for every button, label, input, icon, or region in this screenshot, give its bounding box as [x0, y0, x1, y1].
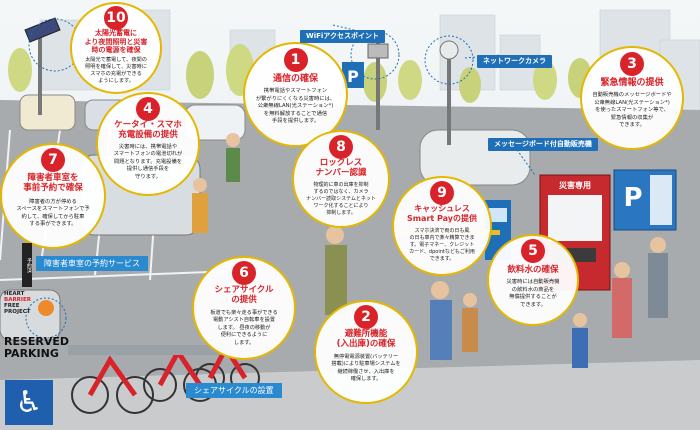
bubble-charging: 4 ケータイ・スマホ 充電設備の提供 災害時には、携帯電話や スマートフォンの電…	[96, 92, 200, 196]
hbf-line: HEART	[4, 291, 25, 297]
tag-message-board: メッセージボード付自動販売機	[488, 138, 598, 151]
bubble-title: ロックレス ナンバー認識	[315, 158, 367, 178]
bubble-drinking-water: 5 飲料水の確保 災害時には自動販売機 の飲料水の商品を 無償提供することが で…	[487, 234, 579, 326]
reserved-line: PARKING	[4, 347, 59, 360]
hbf-line: PROJECT	[4, 309, 31, 315]
bubble-accessible-reservation: 7 障害者車室を 事前予約で確保 障害者の方が停める スペースをスマートフォンで…	[0, 143, 106, 249]
badge-number: 10	[104, 6, 128, 30]
p-sign-stand	[613, 169, 677, 231]
bubble-communication: 1 通信の確保 携帯電話やスマートフォン が繋がりにくくなる災害時には、 公衆無…	[243, 42, 348, 147]
bubble-body: 自動販売機のメッセージボードや 公衆無線LAN(光ステーション*) を使ったスマ…	[592, 92, 672, 129]
badge-number: 4	[136, 97, 160, 121]
bubble-cashless: 9 キャッシュレス Smart Payの提供 スマホ決済で両の日も風 の日も車内…	[392, 176, 492, 276]
hbf-line: FREE	[4, 303, 20, 309]
bubble-body: 板道でも楽々走る事ができる 電動アシスト自転車を設置 します。 昼夜の移動が 便…	[210, 310, 278, 346]
badge-number: 6	[232, 261, 256, 285]
bubble-body: 無停電電源装置(バッテリー 搭載)により駐車場システムを 継続稼働させ、入出庫を…	[331, 354, 401, 383]
wifi-pole: P	[342, 40, 389, 130]
bubble-body: 障害者の方が停める スペースをスマートフォンで予 約して、確保してから駐車 する…	[16, 199, 90, 228]
bubble-body: 太陽光で蓄電して、夜間の 照明を確保して、災害時に スマホの充電ができる ように…	[85, 57, 147, 84]
badge-number: 8	[329, 135, 353, 159]
bubble-evacuation: 2 避難所機能 (入出庫)の確保 無停電電源装置(バッテリー 搭載)により駐車場…	[314, 300, 418, 404]
disaster-vending-label: 災害専用	[559, 181, 591, 190]
bubble-title: 緊急情報の提供	[600, 78, 664, 88]
badge-number: 5	[521, 239, 545, 263]
bubble-title: 太陽光蓄電に より夜間照明と災害 時の電源を確保	[84, 29, 148, 54]
badge-number: 3	[620, 52, 644, 76]
bubble-title: ケータイ・スマホ 充電設備の提供	[114, 120, 182, 140]
badge-number: 7	[41, 148, 65, 172]
trees	[8, 44, 592, 103]
camera-pole	[439, 40, 459, 145]
bubble-title: シェアサイクル の提供	[214, 285, 274, 305]
svg-text:P: P	[347, 67, 359, 86]
bubble-solar-power: 10 太陽光蓄電に より夜間照明と災害 時の電源を確保 太陽光で蓄電して、夜間の…	[70, 2, 162, 94]
bubble-title: 避難所機能 (入出庫)の確保	[336, 329, 396, 349]
badge-number: 2	[354, 305, 378, 329]
tag-network-camera: ネットワークカメラ	[477, 55, 552, 68]
tag-share-cycle: シェアサイクルの設置	[186, 383, 282, 398]
wheelchair-icon: ♿	[15, 385, 43, 420]
bubble-share-cycle: 6 シェアサイクル の提供 板道でも楽々走る事ができる 電動アシスト自転車を設置…	[192, 256, 296, 360]
bubble-body: 物理的に車の出庫を抑制 するのではなく、カメラ ナンバー読取システムとネット ワ…	[306, 182, 376, 216]
solar-lamp	[24, 17, 61, 115]
bubble-body: 災害時には、携帯電話や スマートフォンの電池切れが 問題となります。充電設備を …	[113, 144, 183, 180]
bubble-body: スマホ決済で両の日も風 の日も車内で楽々精算できま す。電子マネー、クレジット …	[409, 228, 475, 262]
post-sign-label: 予約済	[26, 257, 32, 273]
bubble-title: 通信の確保	[272, 74, 318, 84]
badge-number: 1	[283, 48, 308, 72]
bubble-title: 飲料水の確保	[507, 265, 559, 275]
tag-reservation-service: 障害者車室の予約サービス	[36, 256, 148, 271]
parking-p-sign: P	[623, 183, 643, 213]
badge-number: 9	[430, 181, 454, 205]
bubble-body: 携帯電話やスマートフォン が繋がりにくくなる災害時には、 公衆無線LAN(光ステ…	[255, 88, 336, 125]
people	[192, 133, 668, 368]
bubble-lockless: 8 ロックレス ナンバー認識 物理的に車の出庫を抑制 するのではなく、カメラ ナ…	[292, 130, 390, 228]
reserved-line: RESERVED	[4, 335, 70, 348]
bubble-body: 災害時には自動販売機 の飲料水の商品を 無償提供することが できます。	[506, 279, 560, 308]
bubble-title: 障害者車室を 事前予約で確保	[23, 173, 83, 193]
reserved-parking-sign: RESERVED PARKING	[4, 336, 74, 360]
bubble-title: キャッシュレス Smart Payの提供	[406, 204, 478, 223]
hbf-line: BARRIER	[4, 297, 31, 303]
tag-wifi-access-point: WiFiアクセスポイント	[300, 30, 385, 43]
reservation-post-sign: 予約済	[22, 243, 32, 287]
hbf-badge-icon	[38, 300, 54, 316]
bubble-emergency-info: 3 緊急情報の提供 自動販売機のメッセージボードや 公衆無線LAN(光ステーショ…	[580, 46, 684, 150]
heart-barrier-free-logo: HEART BARRIER FREE PROJECT	[4, 291, 38, 315]
